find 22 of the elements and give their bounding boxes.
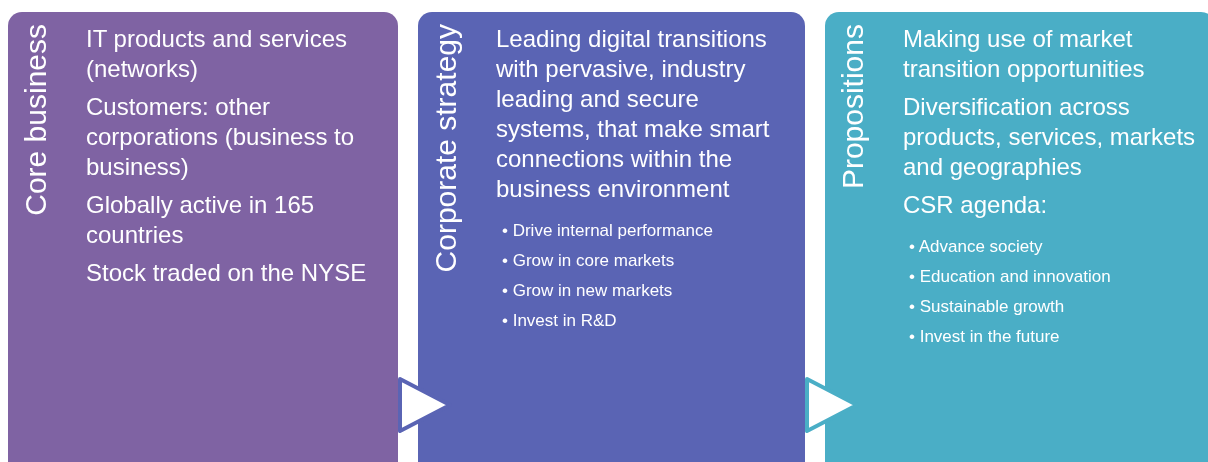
panel-title: Propositions	[835, 24, 870, 190]
stage-panel	[418, 12, 805, 462]
panel-text: Diversification across products, services, markets and geographies	[903, 92, 1197, 182]
panel-text: Making use of market transition opportunities	[903, 24, 1146, 84]
bullet-item: • Drive internal performance	[501, 220, 714, 242]
panel-text: Globally active in 165 countries	[86, 190, 316, 250]
bullet-item: • Grow in core markets	[501, 250, 676, 272]
panel-text: Stock traded on the NYSE	[86, 258, 368, 288]
bullet-item: • Grow in new markets	[501, 280, 674, 302]
panel-text: IT products and services (networks)	[86, 24, 348, 84]
panel-text: Leading digital transitions with pervasive, industry leading and secure systems, that make smart connections within the business environment	[496, 24, 771, 204]
panel-title: Core business	[18, 24, 53, 216]
bullet-item: • Advance society	[908, 236, 1044, 258]
panel-text: CSR agenda:	[903, 190, 1049, 220]
bullet-item: • Sustainable growth	[908, 296, 1066, 318]
bullet-item: • Education and innovation	[908, 266, 1112, 288]
stage-panel	[8, 12, 398, 462]
bullet-item: • Invest in the future	[908, 326, 1061, 348]
panel-text: Customers: other corporations (business to business)	[86, 92, 356, 182]
bullet-item: • Invest in R&D	[501, 310, 618, 332]
panel-title: Corporate strategy	[428, 24, 463, 273]
stage-panel	[825, 12, 1208, 462]
